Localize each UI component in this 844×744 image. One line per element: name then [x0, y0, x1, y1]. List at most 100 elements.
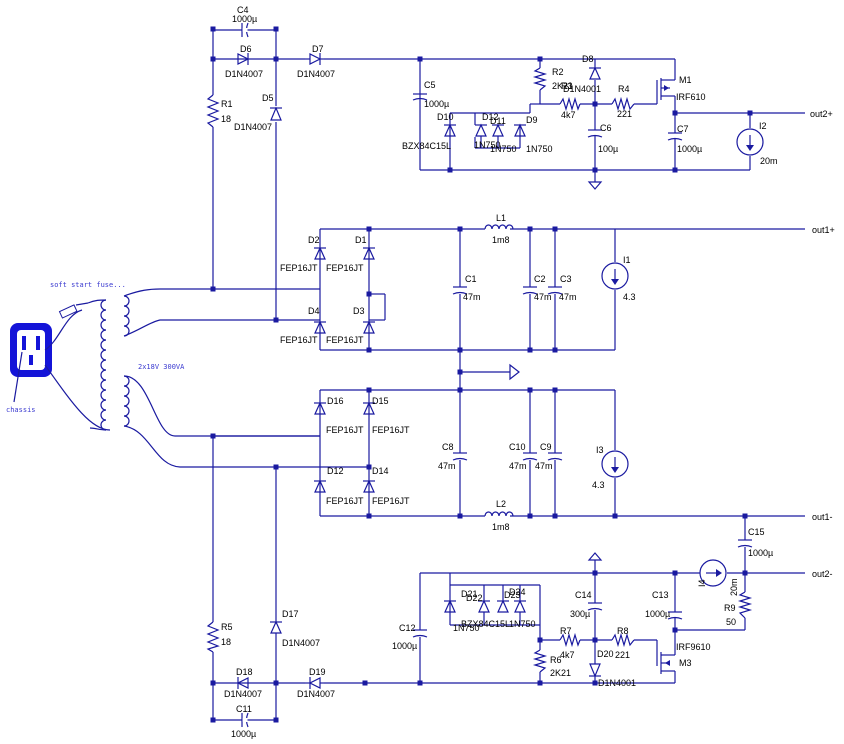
r7-value: 4k7	[560, 650, 575, 660]
soft-start-label: soft start fuse...	[50, 281, 126, 289]
capacitors-c8-c10: C8 47m C10 47m C9 47m	[438, 442, 563, 471]
out2m-label: out2-	[812, 569, 833, 579]
diode-d6: D6 D1N4007	[225, 44, 263, 79]
chassis-label: chassis	[6, 406, 36, 414]
junction-dots	[210, 26, 753, 723]
mosfet-m1: M1 IRF610	[656, 75, 706, 104]
d23-ref: D23	[504, 590, 521, 600]
c6-value: 100µ	[598, 144, 618, 154]
d9-ref: D9	[526, 115, 538, 125]
ground-icon	[587, 181, 603, 190]
c10-value: 47m	[509, 461, 527, 471]
d17-value: D1N4007	[282, 638, 320, 648]
capacitor-c12: C12 1000µ	[392, 623, 428, 651]
r4-value: 221	[617, 109, 632, 119]
top-aux-wires	[212, 29, 805, 320]
soft-start-fuse-icon	[58, 302, 89, 319]
r4-ref: R4	[618, 84, 630, 94]
capacitor-c15: C15 1000µ	[737, 527, 773, 558]
d1-value: FEP16JT	[326, 263, 364, 273]
d19-value: D1N4007	[297, 689, 335, 699]
c2-value: 47m	[534, 292, 552, 302]
c12-ref: C12	[399, 623, 416, 633]
c7-value: 1000µ	[677, 144, 702, 154]
d9-value: 1N750	[526, 144, 553, 154]
zener-string-top: D10 BZX84C15L D12 D11 D9 1N750 1N750 1N7…	[402, 112, 553, 154]
d16-ref: D16	[327, 396, 344, 406]
current-source-i1: I1 4.3	[601, 255, 636, 302]
c14-ref: C14	[575, 590, 592, 600]
capacitor-c14: C14 300µ	[570, 590, 603, 619]
r9-ref: R9	[724, 603, 736, 613]
c7-ref: C7	[677, 124, 689, 134]
ground-icon-bottom	[587, 552, 603, 561]
diode-d17: D17 D1N4007	[270, 609, 320, 652]
c15-ref: C15	[748, 527, 765, 537]
c12-value: 1000µ	[392, 641, 417, 651]
r8-value: 221	[615, 650, 630, 660]
resistor-r4: R4 221	[611, 84, 635, 119]
capacitor-c11: C11 1000µ	[231, 704, 256, 739]
d12b-value: FEP16JT	[326, 496, 364, 506]
c13-value: 1000µ	[645, 609, 670, 619]
d5-ref: D5	[262, 93, 274, 103]
d21-ref: D21	[461, 589, 478, 599]
zener-string-bottom: D21 D22 D23 D24 BZX84C15L 1N750 1N750	[444, 585, 536, 633]
d6-value: D1N4007	[225, 69, 263, 79]
d14-ref: D14	[372, 466, 389, 476]
c2-ref: C2	[534, 274, 546, 284]
c9-ref: C9	[540, 442, 552, 452]
i4-ref: I4	[697, 579, 707, 587]
c5-value: 1000µ	[424, 99, 449, 109]
i1-ref: I1	[623, 255, 631, 265]
bridge-bottom: D16 D15 FEP16JT FEP16JT D12 D14 FEP16JT …	[314, 396, 410, 506]
c13-ref: C13	[652, 590, 669, 600]
resistor-r7: R7 4k7	[559, 626, 581, 660]
d2-ref: D2	[308, 235, 320, 245]
d18-ref: D18	[236, 667, 253, 677]
r5-value: 18	[221, 637, 231, 647]
transformer-label: 2x18V 300VA	[138, 363, 185, 371]
diode-d5: D5 D1N4007	[234, 93, 282, 132]
c10-ref: C10	[509, 442, 526, 452]
current-source-i3: I3 4.3	[592, 445, 629, 490]
i3-ref: I3	[596, 445, 604, 455]
d7-ref: D7	[312, 44, 324, 54]
c9-value: 47m	[535, 461, 553, 471]
i2-ref: I2	[759, 121, 767, 131]
r3-ref: R3	[561, 81, 573, 91]
capacitors-c1-c3: C1 47m C2 47m C3 47m	[452, 274, 577, 302]
main-positive-wires	[213, 228, 805, 390]
c15-value: 1000µ	[748, 548, 773, 558]
d18-value: D1N4007	[224, 689, 262, 699]
mosfet-m3: IRF9610 M3	[656, 640, 711, 674]
d15-ref: D15	[372, 396, 389, 406]
inductor-l2: L2 1m8	[484, 499, 514, 532]
c5-ref: C5	[424, 80, 436, 90]
resistor-r9: R9 50	[724, 591, 753, 627]
c11-ref: C11	[236, 704, 252, 714]
d11-ref: D11	[490, 116, 506, 126]
c6-ref: C6	[600, 123, 612, 133]
capacitor-c7: C7 1000µ	[667, 124, 702, 154]
d8-ref: D8	[582, 54, 594, 64]
c8-value: 47m	[438, 461, 456, 471]
current-source-i4: I4 20m	[697, 559, 739, 596]
resistor-r2: R2 2K21	[532, 67, 573, 91]
d3-value: FEP16JT	[326, 335, 364, 345]
capacitor-c13: C13 1000µ	[645, 590, 683, 620]
d16-value: FEP16JT	[326, 425, 364, 435]
m1-value: IRF610	[676, 92, 706, 102]
d17-ref: D17	[282, 609, 299, 619]
c1-value: 47m	[463, 292, 481, 302]
inductor-l1: L1 1m8	[484, 213, 514, 245]
d12-value: 1N750	[474, 140, 501, 150]
d11-value: 1N750	[490, 144, 517, 154]
d4-ref: D4	[308, 306, 320, 316]
d21-value: BZX84C15L	[461, 619, 510, 629]
diode-d7: D7 D1N4007	[297, 44, 335, 79]
diode-d20: D20 D1N4001	[589, 649, 636, 688]
d12-ref: D12	[482, 112, 499, 122]
m3-value: IRF9610	[676, 642, 711, 652]
